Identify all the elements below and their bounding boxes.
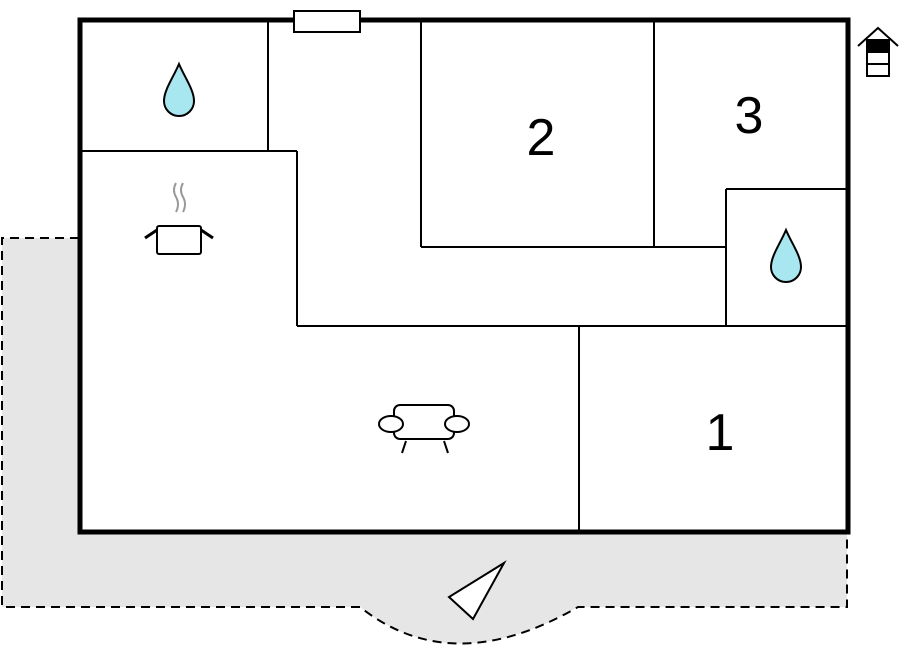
- house-floor-icon: [857, 26, 899, 77]
- water-drop-icon: [162, 61, 196, 117]
- water-drop-icon: [769, 227, 803, 283]
- terrace-outline: [1, 237, 848, 645]
- room-label-3: 3: [735, 87, 764, 145]
- room-label-2: 2: [527, 109, 556, 167]
- interior-walls: [80, 20, 848, 532]
- north-arrow-icon: [447, 560, 507, 621]
- terrace-area: [2, 238, 847, 644]
- sofa-icon: [378, 404, 470, 454]
- exterior-walls: [77, 17, 851, 535]
- room-label-1: 1: [706, 404, 735, 462]
- house-floor: [80, 20, 848, 532]
- window: [293, 10, 361, 33]
- cooking-pot-icon: [144, 182, 214, 255]
